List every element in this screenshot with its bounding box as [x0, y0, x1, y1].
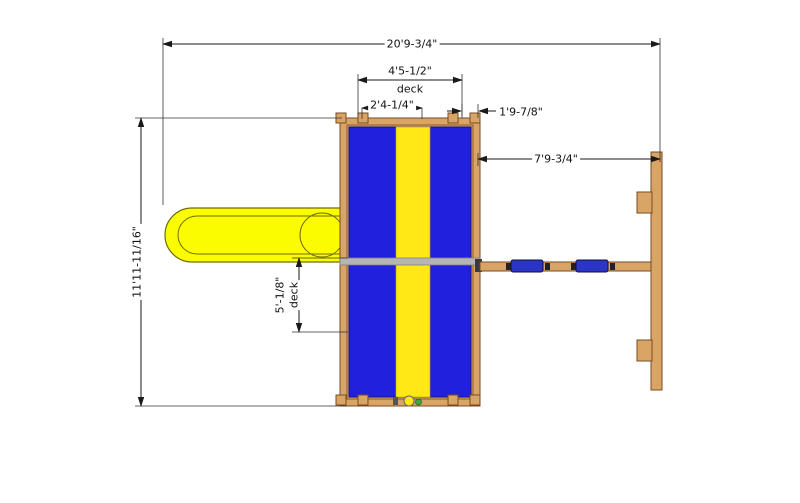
swing-hanger: [506, 263, 511, 270]
slide-inner-contour: [177, 215, 352, 255]
dim-total-width-label: 20'9-3/4": [384, 37, 440, 51]
post: [447, 394, 459, 406]
swing-seat: [510, 259, 544, 273]
post: [469, 394, 481, 406]
dim-deck-depth-note: deck: [287, 279, 301, 311]
aframe-leg-stub: [636, 191, 653, 214]
aframe-crossbar: [650, 151, 663, 391]
aframe-end: [636, 151, 663, 391]
deck-divider: [339, 257, 481, 266]
deck-accessory: [393, 395, 422, 407]
post: [357, 112, 369, 124]
post: [357, 394, 369, 406]
dim-total-depth-label: 11'11-11/16": [130, 224, 144, 300]
dimension-extension-lines: [135, 38, 661, 407]
swing-hanger: [610, 263, 615, 270]
dim-deck-width-label: 4'5-1/2": [386, 64, 434, 78]
dim-half-width-label: 2'4-1/4": [368, 98, 416, 112]
beam-deck-bracket: [475, 259, 482, 272]
dim-swing-span-label: 7'9-3/4": [532, 152, 580, 166]
divider-beam: [339, 257, 481, 266]
accessory-bracket: [393, 397, 398, 405]
swing-hanger: [545, 263, 550, 270]
swing-seat: [575, 259, 609, 273]
post: [447, 112, 459, 124]
slide-body: [164, 207, 353, 263]
swing-beam: [475, 259, 661, 273]
accessory-knob: [415, 398, 422, 406]
aframe-leg-stub: [636, 339, 653, 362]
dim-deck-depth-label: 5'-1/8": [273, 274, 287, 316]
dim-edge-offset-label: 1'9-7/8": [497, 105, 545, 119]
swing-hanger: [571, 263, 576, 270]
accessory-wheel: [403, 395, 415, 407]
post: [469, 112, 481, 124]
dim-deck-width-note: deck: [394, 82, 426, 96]
slide-top-view: [164, 207, 353, 263]
post: [335, 394, 347, 406]
